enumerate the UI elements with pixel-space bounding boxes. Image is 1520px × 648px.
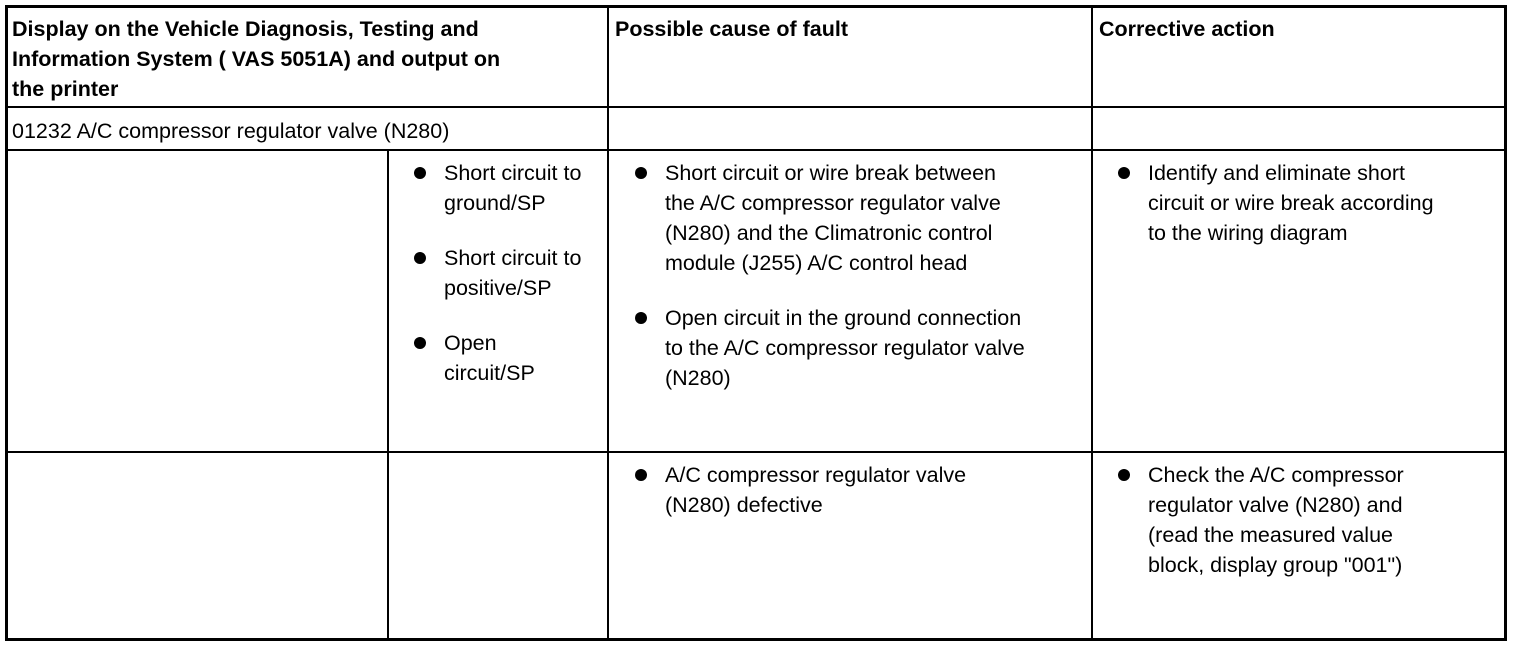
header-bottom-rule bbox=[6, 106, 1506, 108]
symptom-bullet-icon bbox=[414, 167, 426, 179]
header-display: Display on the Vehicle Diagnosis, Testin… bbox=[12, 17, 501, 101]
cause-bullet-icon bbox=[635, 167, 647, 179]
action-bullet-icon bbox=[1118, 167, 1130, 179]
symptom-item: Short circuit to ground/SP bbox=[444, 161, 582, 215]
symptom-item: Open circuit/SP bbox=[444, 331, 535, 385]
header-action: Corrective action bbox=[1099, 17, 1275, 41]
column-divider-cause bbox=[607, 6, 609, 640]
cause-bullet-icon bbox=[635, 469, 647, 481]
subcolumn-divider-symptom bbox=[387, 150, 389, 640]
cause-item: A/C compressor regulator valve (N280) de… bbox=[665, 463, 967, 517]
action-bullet-icon bbox=[1118, 469, 1130, 481]
fault-code-label: 01232 A/C compressor regulator valve (N2… bbox=[12, 119, 450, 143]
symptom-bullet-icon bbox=[414, 337, 426, 349]
column-divider-action bbox=[1091, 6, 1093, 640]
cause-item: Short circuit or wire break between the … bbox=[665, 161, 1001, 275]
action-item: Identify and eliminate short circuit or … bbox=[1148, 161, 1434, 245]
action-item: Check the A/C compressor regulator valve… bbox=[1148, 463, 1404, 577]
row1-bottom-rule bbox=[6, 451, 1506, 453]
cause-bullet-icon bbox=[635, 312, 647, 324]
symptom-bullet-icon bbox=[414, 252, 426, 264]
fault-table bbox=[5, 5, 1507, 641]
symptom-item: Short circuit to positive/SP bbox=[444, 246, 582, 300]
header-cause: Possible cause of fault bbox=[615, 17, 848, 41]
fault-code-row-bottom-rule bbox=[6, 149, 1506, 151]
cause-item: Open circuit in the ground connection to… bbox=[665, 306, 1025, 390]
